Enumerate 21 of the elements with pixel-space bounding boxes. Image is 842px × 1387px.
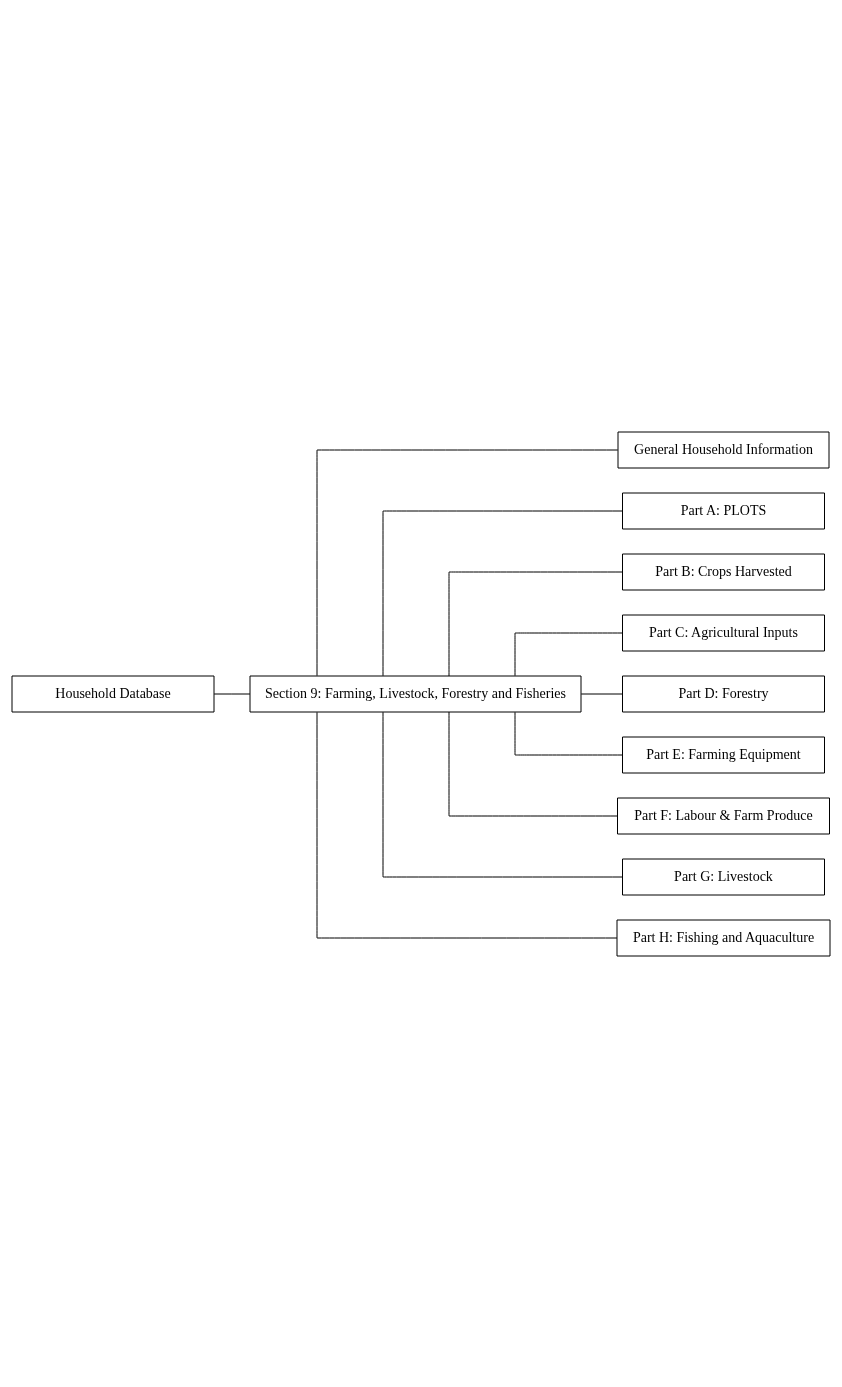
connector [316, 711, 618, 938]
node-box: Part F: Labour & Farm Produce [617, 797, 830, 834]
node-box: Part D: Forestry [622, 675, 825, 712]
node-box: Household Database [11, 675, 215, 712]
connector [514, 711, 623, 755]
connector [213, 693, 251, 694]
node-box: Part E: Farming Equipment [622, 736, 825, 773]
connector [316, 449, 619, 676]
connector [448, 571, 623, 676]
node-box: Part A: PLOTS [622, 492, 825, 529]
connector [382, 510, 623, 676]
connector [580, 693, 623, 694]
node-box: Part G: Livestock [622, 858, 825, 895]
connector [514, 632, 623, 676]
connector [382, 711, 623, 877]
connector [448, 711, 618, 816]
node-box: Part B: Crops Harvested [622, 553, 825, 590]
node-box: Section 9: Farming, Livestock, Forestry and Fisheries [249, 675, 582, 712]
node-box: Part C: Agricultural Inputs [622, 614, 825, 651]
node-box: Part H: Fishing and Aquaculture [616, 919, 831, 956]
node-box: General Household Information [617, 431, 830, 468]
